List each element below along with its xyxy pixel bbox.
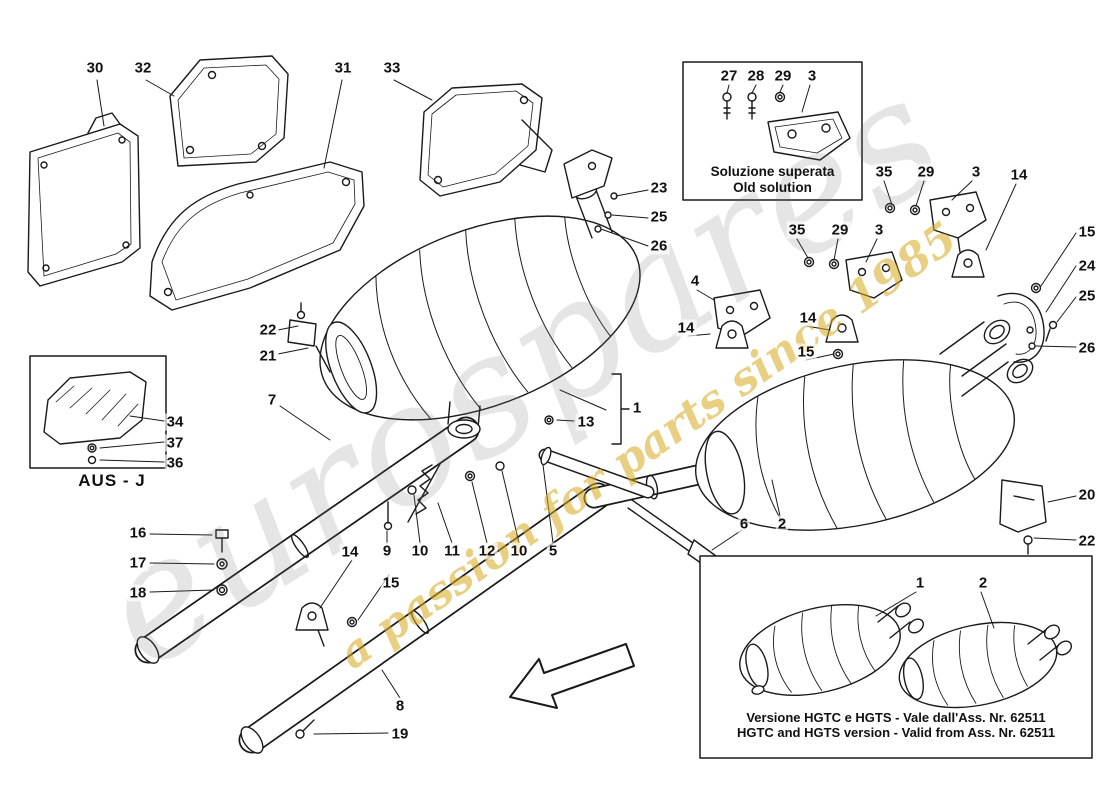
part-callout-29[interactable]: 29 [915,163,937,181]
part-callout-10[interactable]: 10 [508,542,530,560]
inset-hgtc-version [699,555,1093,759]
part-callout-2[interactable]: 2 [976,574,990,592]
part-callout-34[interactable]: 34 [164,413,186,431]
part-callout-26[interactable]: 26 [648,237,670,255]
part-callout-15[interactable]: 15 [380,574,402,592]
part-callout-23[interactable]: 23 [648,179,670,197]
part-callout-6[interactable]: 6 [737,515,751,533]
part-callout-18[interactable]: 18 [127,584,149,602]
part-centre-pipe-5 [538,446,655,499]
part-rear-silencer [694,319,1047,555]
part-front-pipe-7 [134,416,480,664]
part-callout-27[interactable]: 27 [718,67,740,85]
part-callout-17[interactable]: 17 [127,554,149,572]
part-callout-1[interactable]: 1 [630,399,644,417]
part-heat-shield-31 [149,161,365,311]
part-callout-29[interactable]: 29 [829,221,851,239]
part-callout-33[interactable]: 33 [381,59,403,77]
part-callout-7[interactable]: 7 [265,391,279,409]
part-callout-3[interactable]: 3 [969,163,983,181]
part-callout-37[interactable]: 37 [164,434,186,452]
part-callout-2[interactable]: 2 [775,515,789,533]
part-callout-5[interactable]: 5 [546,542,560,560]
part-callout-16[interactable]: 16 [127,524,149,542]
part-callout-13[interactable]: 13 [575,413,597,431]
part-callout-15[interactable]: 15 [1076,223,1098,241]
part-bolt-19 [295,719,315,739]
part-callout-15[interactable]: 15 [795,343,817,361]
part-callout-1[interactable]: 1 [913,574,927,592]
part-callout-8[interactable]: 8 [393,697,407,715]
hgtc-caption-line2: HGTC and HGTS version - Valid from Ass. … [736,725,1056,740]
part-callout-36[interactable]: 36 [164,454,186,472]
part-callout-32[interactable]: 32 [132,59,154,77]
part-callout-22[interactable]: 22 [257,321,279,339]
part-callout-11[interactable]: 11 [442,542,462,560]
aus-region-label: AUS - J [78,471,146,490]
old-solution-caption-line1: Soluzione superata [710,164,835,179]
old-solution-caption-line2: Old solution [733,180,812,195]
part-clamp-14-front [295,602,358,647]
direction-arrow [509,643,635,709]
part-callout-19[interactable]: 19 [389,725,411,743]
inset-old-solution [682,61,863,201]
part-callout-4[interactable]: 4 [688,272,702,290]
part-callout-3[interactable]: 3 [872,221,886,239]
assembly-bracket-1 [611,373,630,445]
part-callout-12[interactable]: 12 [476,542,498,560]
part-callout-25[interactable]: 25 [648,208,670,226]
part-callout-21[interactable]: 21 [257,347,279,365]
part-callout-22[interactable]: 22 [1076,532,1098,550]
part-heat-shield-32 [169,55,289,167]
part-callout-20[interactable]: 20 [1076,486,1098,504]
hgtc-version-caption: Versione HGTC e HGTS - Vale dall'Ass. Nr… [702,710,1090,740]
part-fasteners-spring-group [383,461,505,531]
leader-lines [96,79,1077,735]
part-callout-30[interactable]: 30 [84,59,106,77]
part-callout-35[interactable]: 35 [873,163,895,181]
part-callout-35[interactable]: 35 [786,221,808,239]
part-callout-26[interactable]: 26 [1076,339,1098,357]
hgtc-caption-line1: Versione HGTC e HGTS - Vale dall'Ass. Nr… [746,710,1046,725]
part-callout-14[interactable]: 14 [797,309,819,327]
part-heat-shield-33 [419,83,553,197]
part-callout-25[interactable]: 25 [1076,287,1098,305]
part-callout-24[interactable]: 24 [1076,257,1098,275]
part-heat-shield-30 [27,112,141,287]
part-callout-3[interactable]: 3 [805,67,819,85]
part-aus-shield-box [29,355,167,469]
part-callout-10[interactable]: 10 [409,542,431,560]
part-callout-9[interactable]: 9 [380,542,394,560]
part-rear-brackets [713,191,1058,363]
part-callout-14[interactable]: 14 [339,543,361,561]
old-solution-caption: Soluzione superata Old solution [683,164,862,196]
part-callout-31[interactable]: 31 [332,59,354,77]
part-bolt-stack-16-17-18 [215,529,229,596]
part-callout-29[interactable]: 29 [772,67,794,85]
part-front-silencer [287,149,641,439]
part-callout-28[interactable]: 28 [745,67,767,85]
part-callout-14[interactable]: 14 [675,319,697,337]
part-callout-14[interactable]: 14 [1008,166,1030,184]
